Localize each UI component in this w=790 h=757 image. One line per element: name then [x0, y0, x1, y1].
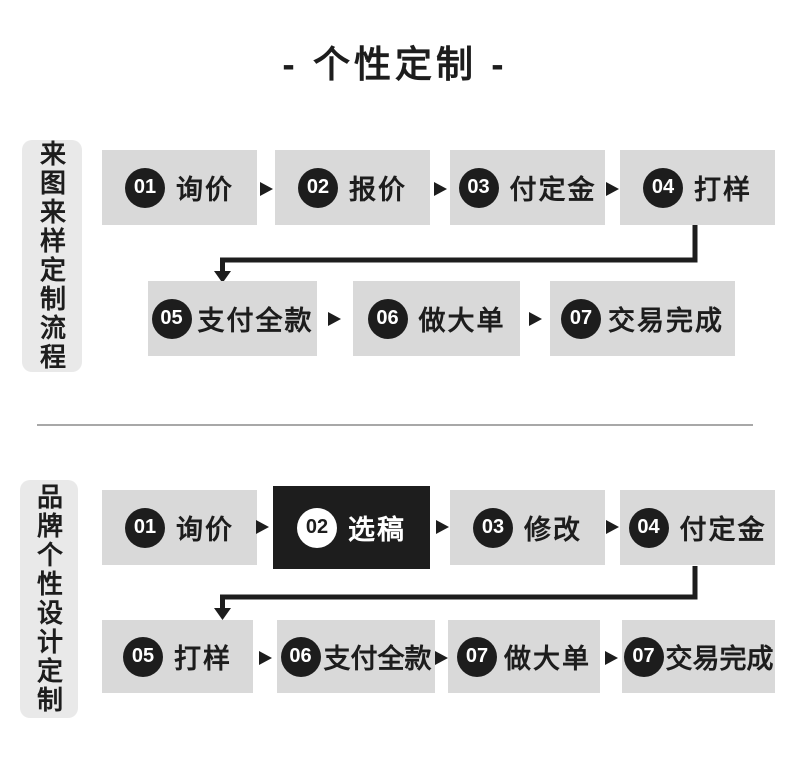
step-number-badge: 06 [367, 298, 408, 339]
step-number-badge: 05 [123, 636, 163, 677]
step-label: 做大单 [504, 644, 591, 674]
step-box: 07 做大单 [448, 620, 600, 693]
step-box: 04 付定金 [620, 490, 775, 565]
step-box: 01 询价 [102, 490, 257, 565]
step-box: 06 支付全款 [277, 620, 435, 693]
step-label: 打样 [174, 644, 232, 674]
step-label: 交易完成 [665, 644, 774, 674]
step-number-badge: 06 [280, 636, 321, 677]
step-number-badge: 04 [643, 167, 683, 208]
step-label: 支付全款 [197, 306, 314, 336]
step-number-badge: 01 [125, 167, 165, 208]
arrow-down-connector [214, 225, 698, 283]
step-label: 付定金 [679, 515, 767, 545]
step-box-highlighted: 02 选稿 [273, 486, 430, 569]
arrow-right-icon [605, 651, 618, 665]
section1-label: 来图来样定制流程 [22, 140, 82, 372]
step-label: 询价 [176, 515, 234, 545]
page-title: - 个性定制 - [282, 44, 508, 85]
step-label: 支付全款 [323, 644, 432, 674]
step-box: 02 报价 [275, 150, 430, 225]
arrow-right-icon [529, 312, 542, 326]
step-number-badge: 02 [297, 507, 337, 548]
step-number-badge: 07 [561, 298, 601, 339]
step-box: 07 交易完成 [550, 281, 735, 356]
arrow-right-icon [260, 182, 273, 196]
arrow-down-connector [214, 566, 698, 620]
step-number-badge: 04 [628, 507, 669, 548]
arrow-right-icon [435, 651, 448, 665]
step-number-badge: 03 [458, 167, 499, 208]
step-number-badge: 03 [473, 507, 513, 548]
step-label: 交易完成 [608, 306, 724, 336]
step-number-badge: 05 [151, 298, 192, 339]
arrow-right-icon [606, 520, 619, 534]
step-box: 03 修改 [450, 490, 605, 565]
step-number-badge: 07 [623, 636, 664, 677]
step-label: 修改 [524, 515, 582, 545]
step-label: 付定金 [509, 175, 597, 205]
step-box: 05 支付全款 [148, 281, 317, 356]
step-number-badge: 02 [298, 167, 338, 208]
arrow-right-icon [256, 520, 269, 534]
step-number-badge: 01 [125, 507, 165, 548]
step-box: 07 交易完成 [622, 620, 775, 693]
step-box: 04 打样 [620, 150, 775, 225]
step-box: 01 询价 [102, 150, 257, 225]
step-label: 选稿 [348, 515, 406, 545]
arrow-right-icon [259, 651, 272, 665]
step-label: 做大单 [418, 306, 506, 336]
arrow-right-icon [328, 312, 341, 326]
step-number-badge: 07 [457, 636, 497, 677]
arrow-right-icon [436, 520, 449, 534]
step-box: 05 打样 [102, 620, 253, 693]
step-label: 打样 [694, 175, 752, 205]
arrow-right-icon [606, 182, 619, 196]
section2-label: 品牌个性设计定制 [20, 480, 78, 718]
step-label: 询价 [176, 175, 234, 205]
step-box: 06 做大单 [353, 281, 520, 356]
step-box: 03 付定金 [450, 150, 605, 225]
section-divider [37, 424, 753, 426]
step-label: 报价 [349, 175, 407, 205]
arrow-right-icon [434, 182, 447, 196]
